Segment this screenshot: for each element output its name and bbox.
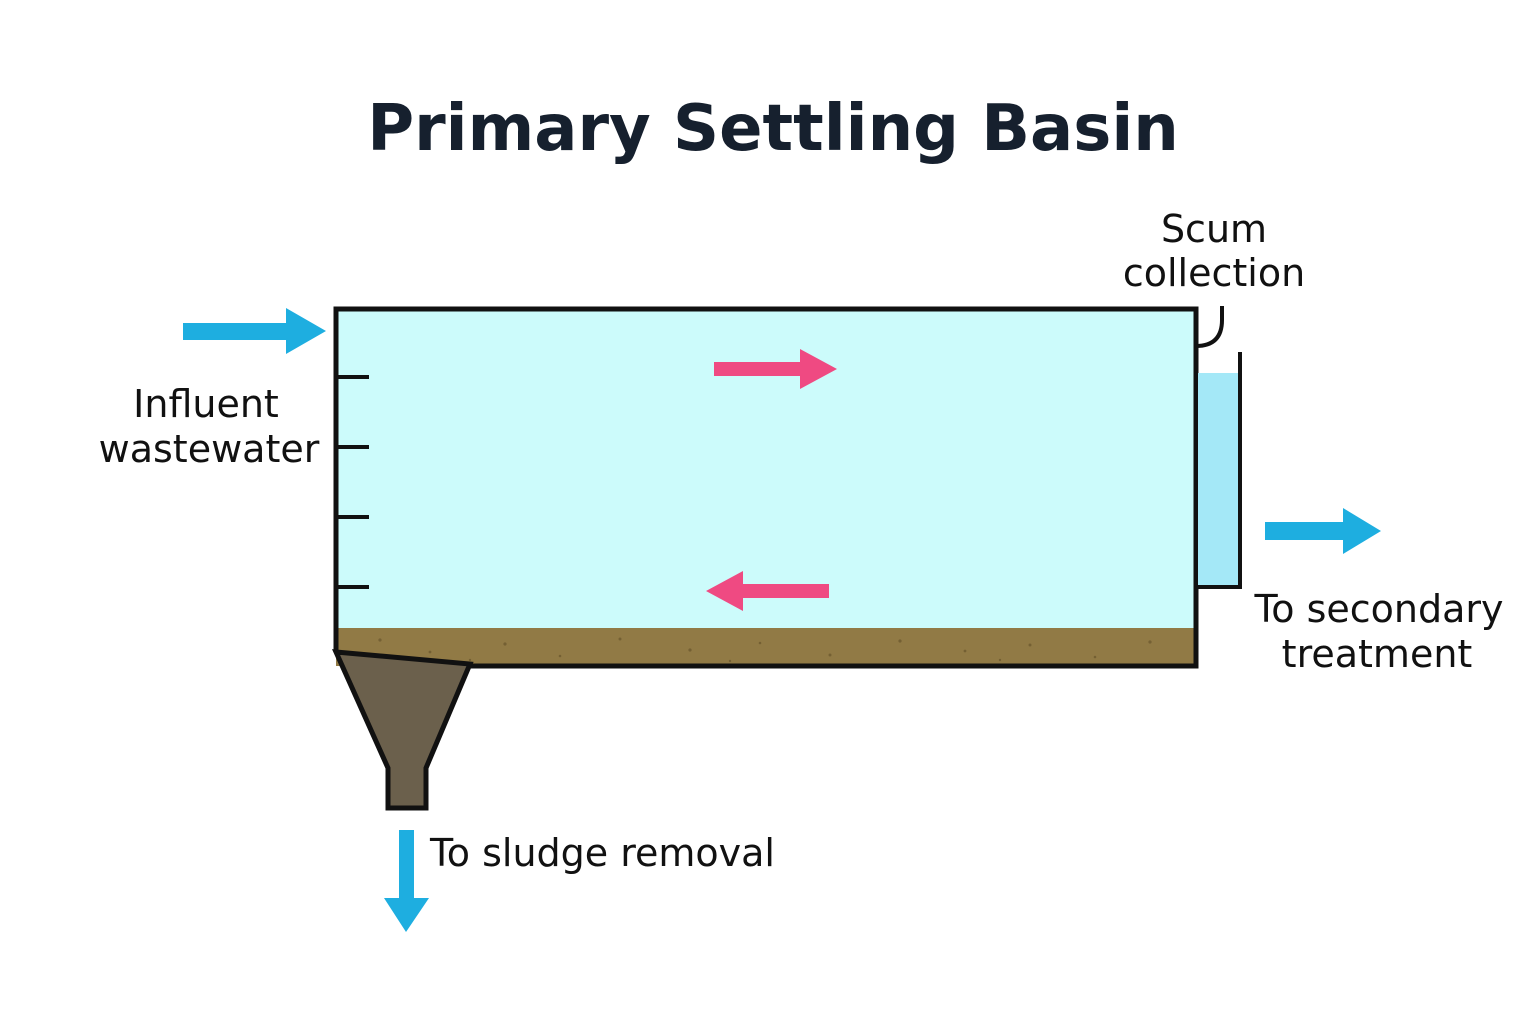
scum-label-line2: collection (1123, 251, 1305, 295)
effluent-channel (1196, 352, 1242, 589)
lower-current-arrow (706, 571, 829, 611)
inlet-baffles (336, 375, 369, 589)
sludge-layer (336, 628, 1196, 666)
influent-label-line1: Influent (133, 382, 279, 426)
sludge-removal-arrow (384, 830, 429, 932)
upper-current-arrow (714, 349, 837, 389)
secondary-label-line2: treatment (1282, 632, 1473, 676)
influent-arrow (183, 308, 326, 354)
influent-label-line2: wastewater (99, 427, 320, 471)
scum-collection-hook (1195, 306, 1224, 348)
basin-water (336, 309, 1196, 630)
page-title: Primary Settling Basin (367, 92, 1179, 166)
effluent-channel-water (1198, 373, 1239, 587)
basin-outline (333, 306, 1199, 669)
sludge-speckles (378, 637, 1152, 663)
sludge-removal-label: To sludge removal (429, 831, 775, 875)
secondary-label-line1: To secondary (1253, 587, 1503, 631)
sludge-hopper (331, 649, 474, 811)
scum-label-line1: Scum (1161, 207, 1267, 251)
effluent-arrow (1265, 508, 1381, 554)
